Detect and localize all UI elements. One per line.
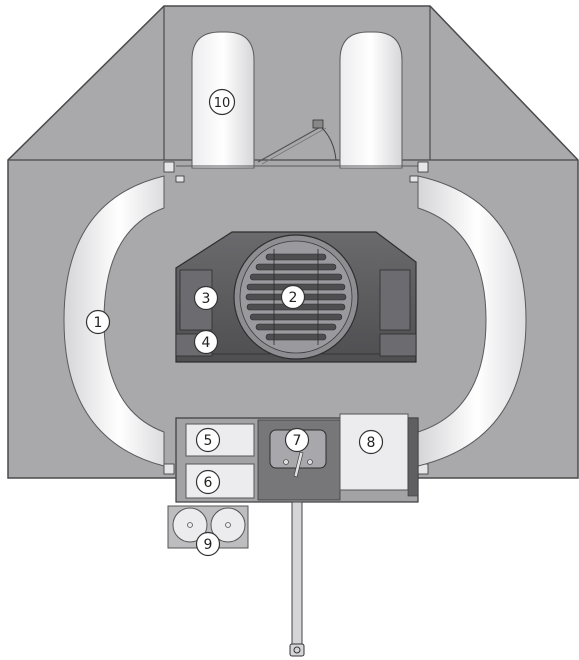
hitch-coupler [289,643,305,657]
side-cabinet-strip [407,417,419,497]
grate-bar [255,263,337,271]
grate-bar [265,253,327,261]
callout-7: 7 [284,427,310,453]
gas-bottle-right [210,507,246,543]
callout-4: 4 [193,329,219,355]
strut-angle-arc [321,127,337,161]
grate-bar [265,333,327,341]
strut-clip [312,119,324,129]
callout-9: 9 [195,531,221,557]
gas-bottle-left [172,507,208,543]
right-panel-box [379,269,411,331]
grate-bar [249,313,343,321]
callout-6: 6 [195,469,221,495]
faucet-handle [293,451,304,478]
sink-drain-left [283,459,289,465]
callout-10: 10 [208,88,236,116]
roof-flap-right [339,31,403,169]
callout-8-label: 8 [367,435,376,451]
strut-line-2 [261,127,327,165]
callout-6-label: 6 [204,475,213,491]
callout-2: 2 [280,284,306,310]
gas-bottle-left-cap [187,522,193,528]
right-base-box [379,333,417,357]
callout-1-label: 1 [94,315,103,331]
callout-3-label: 3 [202,291,211,307]
callout-9-label: 9 [204,537,213,553]
hitch-ball [293,646,301,654]
callout-10-label: 10 [214,96,231,111]
callout-5-label: 5 [204,433,213,449]
callout-1: 1 [85,309,111,335]
side-door-left [63,175,165,467]
callout-8: 8 [358,429,384,455]
gas-bottle-right-cap [225,522,231,528]
grate-bar [255,323,337,331]
callout-4-label: 4 [202,335,211,351]
callout-3: 3 [193,285,219,311]
strut-line [257,125,323,163]
callout-5: 5 [195,427,221,453]
sink-drain-right [307,459,313,465]
drawbar [291,501,303,645]
callout-2-label: 2 [289,290,298,306]
grate-bar [249,273,343,281]
callout-7-label: 7 [293,433,302,449]
